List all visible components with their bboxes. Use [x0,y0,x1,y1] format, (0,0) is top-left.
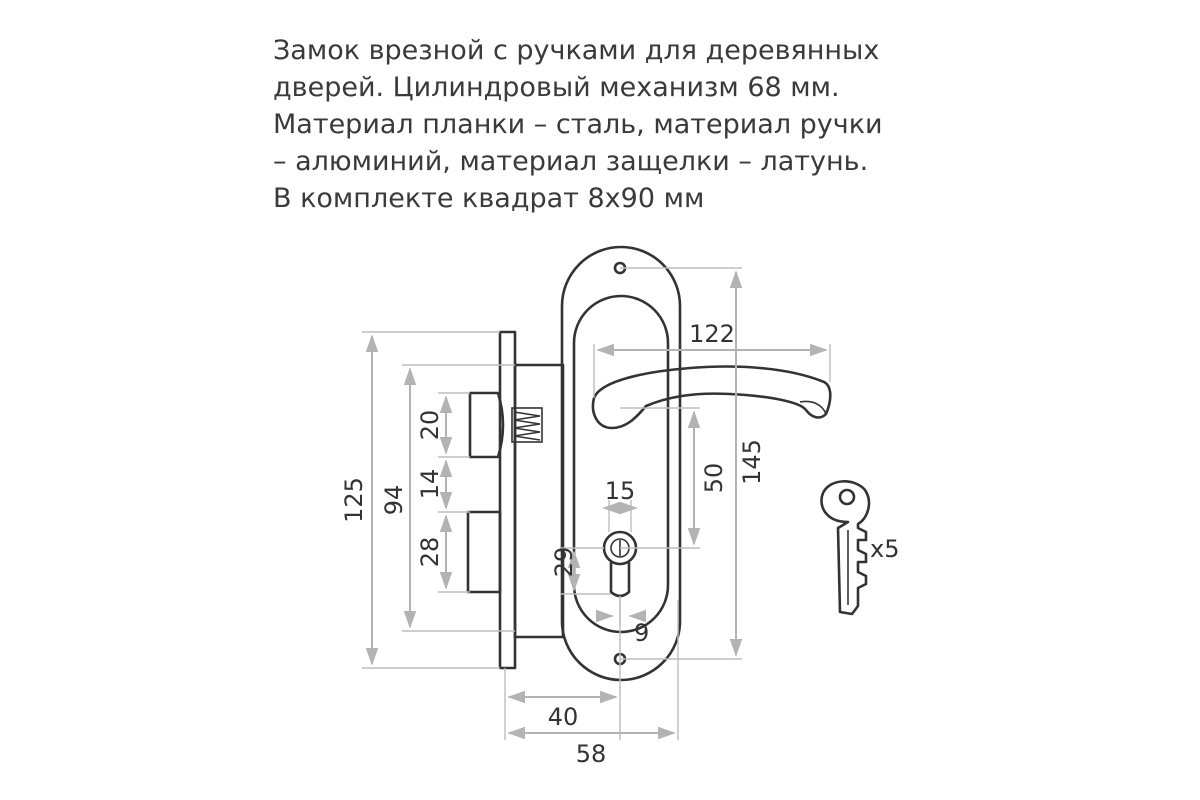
dim-label-body-height: 94 [380,485,408,516]
description-line: – алюминий, материал защелки – латунь. [273,146,869,177]
cylinder-body [609,561,631,598]
cylinder [602,530,638,598]
escutcheon-plate [560,245,682,682]
product-description: Замок врезной с ручками для деревянных д… [273,32,973,217]
dim-label-handle-length: 122 [689,320,735,348]
latch-spring [511,407,543,443]
key-icon [820,480,871,616]
dim-label-bolt-height: 28 [416,537,444,568]
dead-bolt [466,510,502,594]
mortise-lock [466,330,565,670]
dimension-145: 145 [729,270,766,657]
handle-lever [591,365,832,430]
escutcheon-outer [560,245,682,682]
description-line: Материал планки – сталь, материал ручки [273,109,883,140]
dimension-28: 28 [416,514,453,590]
dim-label-backset: 40 [548,703,579,731]
dim-label-latch-height: 20 [416,410,444,441]
description-line: В комплекте квадрат 8х90 мм [273,183,705,214]
dim-label-depth: 58 [576,740,607,768]
dim-label-escutcheon-height: 145 [738,439,766,485]
dimension-58: 58 [507,726,676,768]
escutcheon-inner [572,294,670,634]
dim-label-faceplate-height: 125 [340,477,368,523]
dim-label-cylinder-offset: 29 [550,547,578,578]
dimension-29: 29 [550,547,581,592]
dimension-94: 94 [380,367,417,629]
latch-bolt [468,391,505,459]
dimension-9: 9 [595,609,649,647]
dim-label-cylinder-width: 15 [605,477,636,505]
dimension-14: 14 [416,459,453,510]
dimension-20: 20 [416,395,453,455]
dim-label-cylinder-bottom: 9 [634,619,649,647]
lock-case [513,363,565,639]
description-line: Замок врезной с ручками для деревянных [273,35,880,66]
key-shape [820,480,871,616]
key-quantity-label: x5 [870,535,899,563]
description-line: дверей. Цилиндровый механизм 68 мм. [273,72,840,103]
dimension-122: 122 [596,320,828,357]
dim-label-handle-to-cylinder: 50 [700,463,728,494]
dimension-50: 50 [687,410,728,546]
key-hole [838,488,856,506]
dimension-125: 125 [340,334,379,666]
dimension-40: 40 [507,690,618,731]
dim-label-gap-height: 14 [416,469,444,500]
door-handle [591,365,832,430]
lock-faceplate [498,330,517,670]
extension-lines [362,267,831,740]
dimension-15: 15 [602,477,638,515]
